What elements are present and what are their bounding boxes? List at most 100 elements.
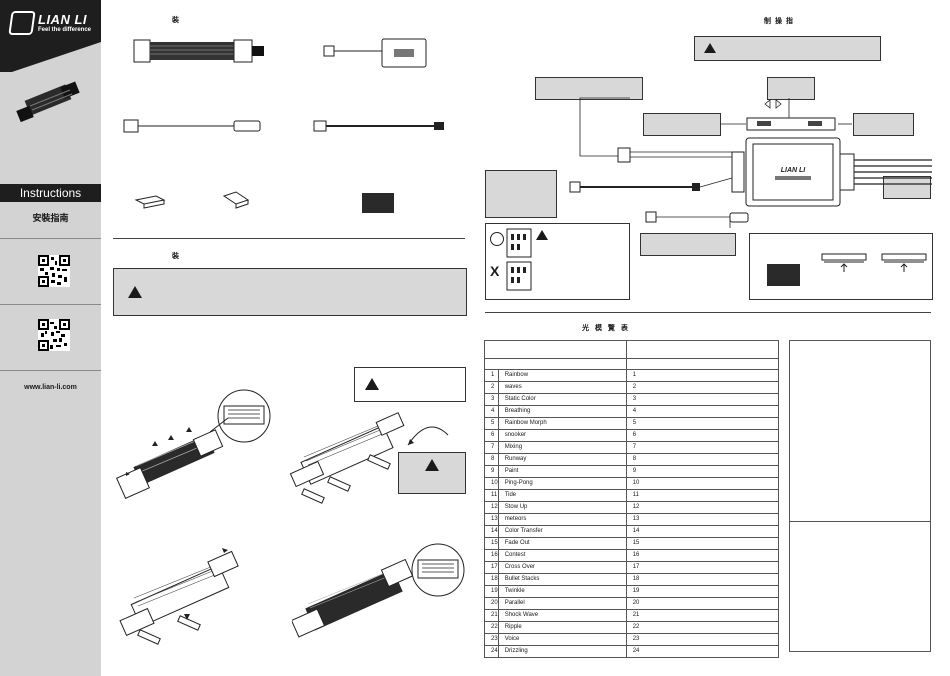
mode-number: 1 bbox=[484, 369, 499, 383]
mode-value: 8 bbox=[625, 453, 779, 467]
website-url[interactable]: www.lian-li.com bbox=[24, 384, 77, 391]
controller-guide-header: 制 操 指 bbox=[764, 18, 794, 25]
mode-number: 16 bbox=[484, 549, 499, 563]
mode-value: 16 bbox=[625, 549, 779, 563]
mode-name: Ripple bbox=[497, 621, 627, 635]
mounting-illustration bbox=[821, 253, 927, 272]
callout-box-usb bbox=[640, 233, 736, 256]
mode-name: Bullet Stacks bbox=[497, 573, 627, 587]
mode-name: Parallel bbox=[497, 597, 627, 611]
sidebar: LIAN LI Feel the difference Instructions… bbox=[0, 0, 101, 676]
warning-icon bbox=[536, 230, 548, 240]
mode-value: 7 bbox=[625, 441, 779, 455]
callout-box-button bbox=[767, 77, 815, 100]
mode-value: 23 bbox=[625, 633, 779, 647]
mode-value: 10 bbox=[625, 477, 779, 491]
mode-number: 21 bbox=[484, 609, 499, 623]
mode-value: 22 bbox=[625, 621, 779, 635]
illustration-step-1 bbox=[116, 389, 271, 499]
mode-value: 20 bbox=[625, 597, 779, 611]
callout-box-port bbox=[535, 77, 643, 100]
mode-number: 4 bbox=[484, 405, 499, 419]
caution-box-gray bbox=[398, 452, 466, 494]
mode-value: 6 bbox=[625, 429, 779, 443]
mode-number: 9 bbox=[484, 465, 499, 479]
mode-value: 17 bbox=[625, 561, 779, 575]
table-header-row bbox=[484, 340, 779, 359]
section-divider bbox=[485, 312, 931, 313]
warning-box bbox=[113, 268, 467, 316]
mode-name: Rainbow Morph bbox=[497, 417, 627, 431]
qr-code-1[interactable] bbox=[38, 255, 70, 287]
mode-name: Color Transfer bbox=[497, 525, 627, 539]
mode-number: 13 bbox=[484, 513, 499, 527]
mode-name: Cross Over bbox=[497, 561, 627, 575]
mode-name: snooker bbox=[497, 429, 627, 443]
mode-name: Fade Out bbox=[497, 537, 627, 551]
mode-name: Voice bbox=[497, 633, 627, 647]
mode-number: 11 bbox=[484, 489, 499, 503]
section-header-contents: 裝 bbox=[172, 17, 181, 24]
mode-number: 20 bbox=[484, 597, 499, 611]
warning-icon bbox=[425, 459, 439, 471]
brand-header-slant bbox=[0, 42, 101, 76]
mode-value: 19 bbox=[625, 585, 779, 599]
table-cell bbox=[625, 357, 779, 371]
mode-number: 23 bbox=[484, 633, 499, 647]
mode-name: Static Color bbox=[497, 393, 627, 407]
connector-pin-diagram bbox=[506, 228, 532, 291]
illustration-clip-b bbox=[222, 191, 250, 209]
sidebar-divider bbox=[0, 304, 101, 305]
mode-number: 19 bbox=[484, 585, 499, 599]
section-divider bbox=[113, 238, 465, 239]
callout-box-left bbox=[643, 113, 721, 136]
table-header-cell bbox=[484, 340, 627, 359]
mode-number: 15 bbox=[484, 537, 499, 551]
mode-number: 6 bbox=[484, 429, 499, 443]
illustration-usb-cable bbox=[313, 120, 444, 132]
warning-icon bbox=[704, 43, 716, 53]
callout-box-psu bbox=[883, 176, 931, 199]
mode-name: Mixing bbox=[497, 441, 627, 455]
mode-number: 2 bbox=[484, 381, 499, 395]
mode-name: Stow Up bbox=[497, 501, 627, 515]
chinese-title: 安裝指南 bbox=[32, 213, 69, 223]
illustration-step-3 bbox=[119, 548, 239, 645]
sidebar-divider bbox=[0, 370, 101, 371]
illustration-clip-a bbox=[134, 195, 166, 209]
mode-number: 7 bbox=[484, 441, 499, 455]
illustration-argb-cable bbox=[123, 119, 261, 133]
mode-number: 5 bbox=[484, 417, 499, 431]
callout-box-right bbox=[853, 113, 914, 136]
qr-code-2[interactable] bbox=[38, 319, 70, 351]
illustration-step-2 bbox=[289, 412, 449, 504]
pin-orientation-box: X bbox=[485, 223, 630, 300]
mode-name: Paint bbox=[497, 465, 627, 479]
mounting-pad bbox=[767, 264, 800, 286]
brand-tagline: Feel the difference bbox=[38, 27, 92, 33]
warning-icon bbox=[128, 286, 142, 298]
lian-li-logo-icon bbox=[8, 11, 36, 35]
mode-value: 14 bbox=[625, 525, 779, 539]
mode-name: Ping-Pong bbox=[497, 477, 627, 491]
mode-name: Breathing bbox=[497, 405, 627, 419]
illustration-step-4 bbox=[292, 543, 465, 638]
lighting-mode-table-title: 光 模 覽 表 bbox=[582, 325, 630, 332]
